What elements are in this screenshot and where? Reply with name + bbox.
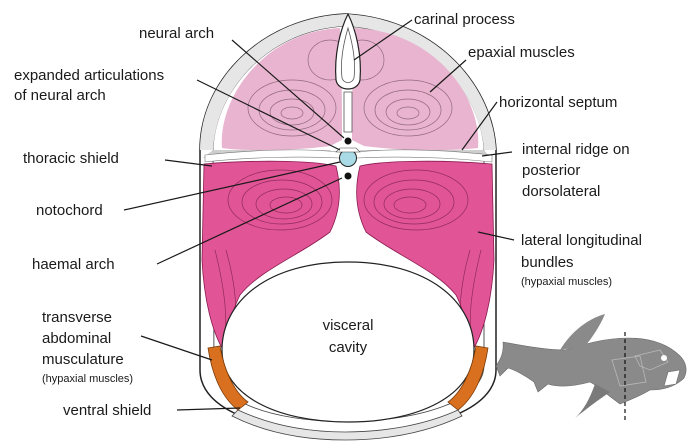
label-visceral-line2: cavity — [329, 339, 368, 356]
labels: neural arch carinal process epaxial musc… — [14, 11, 642, 419]
label-lateral-bundles-line1: lateral longitudinal — [521, 232, 642, 249]
label-lateral-bundles-line2: bundles — [521, 254, 574, 271]
label-ventral-shield: ventral shield — [63, 402, 151, 419]
label-notochord: notochord — [36, 202, 103, 219]
label-transverse-sub: (hypaxial muscles) — [42, 373, 133, 385]
label-transverse-line1: transverse — [42, 309, 112, 326]
label-carinal-process: carinal process — [414, 11, 515, 28]
label-neural-arch: neural arch — [139, 25, 214, 42]
hypaxial-muscles — [201, 160, 495, 349]
label-transverse-line3: musculature — [42, 351, 124, 368]
vertebral-elements — [335, 137, 361, 180]
label-horizontal-septum: horizontal septum — [499, 94, 617, 111]
label-expanded-articulations-line1: expanded articulations — [14, 67, 164, 84]
label-thoracic-shield: thoracic shield — [23, 150, 119, 167]
label-transverse-line2: abdominal — [42, 330, 111, 347]
label-internal-ridge-line2: posterior — [522, 162, 580, 179]
epaxial-muscles — [221, 28, 479, 151]
leader-lines — [123, 19, 515, 411]
label-internal-ridge-line3: dorsolateral — [522, 183, 600, 200]
carinal-process — [335, 12, 361, 133]
visceral-cavity — [221, 261, 475, 423]
label-lateral-bundles-sub: (hypaxial muscles) — [521, 276, 612, 288]
neural-arch-dot — [344, 137, 352, 145]
label-haemal-arch: haemal arch — [32, 256, 115, 273]
label-expanded-articulations-line2: of neural arch — [14, 87, 106, 104]
label-visceral-line1: visceral — [323, 317, 374, 334]
label-epaxial-muscles: epaxial muscles — [468, 44, 575, 61]
fish-silhouette-inset — [495, 314, 687, 422]
ventral-shield — [231, 409, 463, 441]
label-internal-ridge-line1: internal ridge on — [522, 141, 630, 158]
transverse-abdominal-musculature — [207, 345, 489, 411]
haemal-arch-dot — [344, 172, 352, 180]
